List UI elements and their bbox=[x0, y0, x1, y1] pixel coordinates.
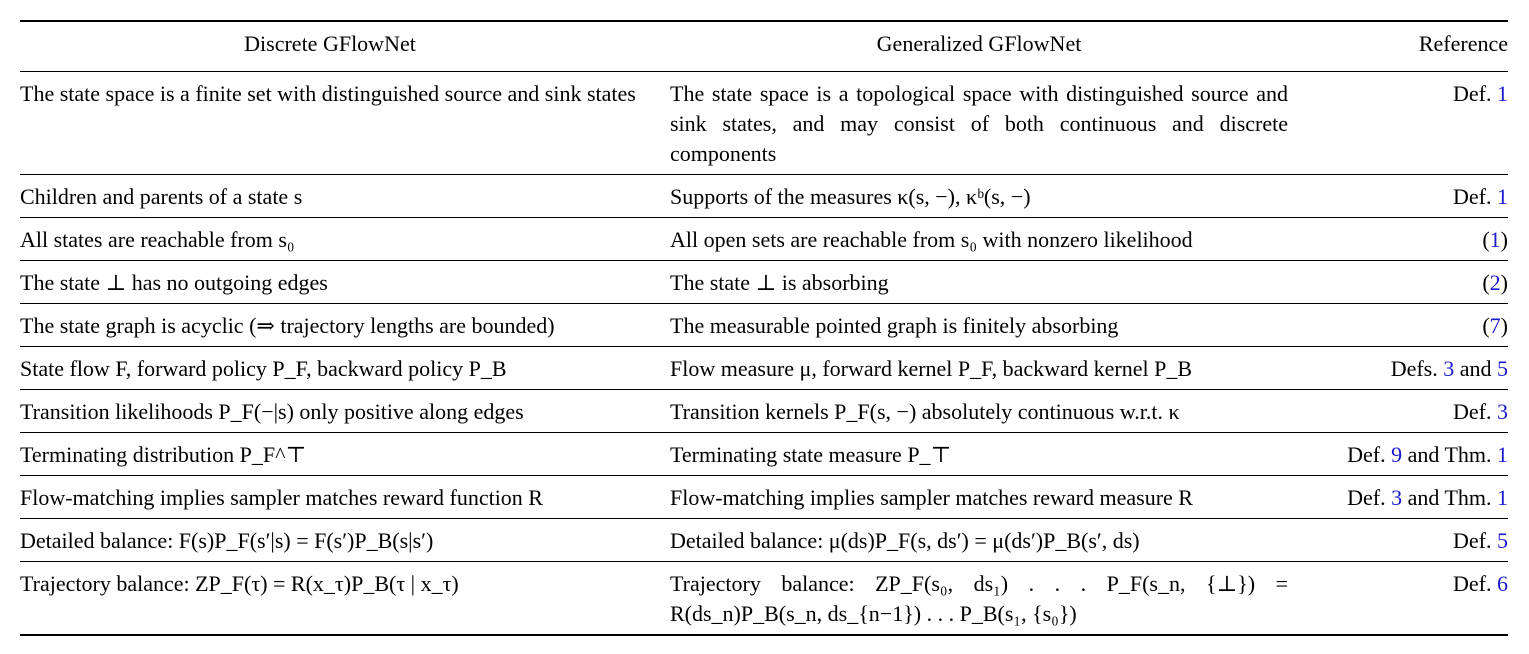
reference-cell: Def. 3 bbox=[1288, 389, 1508, 433]
discrete-cell: Trajectory balance: ZP_F(τ) = R(x_τ)P_B(… bbox=[20, 571, 459, 596]
header-row: Discrete GFlowNet Generalized GFlowNet R… bbox=[20, 22, 1508, 72]
discrete-cell: Terminating distribution P_F^⊤ bbox=[20, 432, 670, 476]
reference-cell: (1) bbox=[1288, 217, 1508, 261]
reference-cell: Def. 9 and Thm. 1 bbox=[1288, 432, 1508, 476]
discrete-cell: The state graph is acyclic (⇒ trajectory… bbox=[20, 303, 670, 347]
reference-mid: and bbox=[1454, 356, 1497, 381]
reference-link[interactable]: 5 bbox=[1497, 356, 1508, 381]
header-generalized: Generalized GFlowNet bbox=[670, 22, 1288, 72]
reference-link[interactable]: 1 bbox=[1497, 442, 1508, 467]
reference-prefix: ( bbox=[1482, 270, 1490, 295]
table-row: Trajectory balance: ZP_F(τ) = R(x_τ)P_B(… bbox=[20, 562, 1508, 635]
discrete-cell: The state ⊥ has no outgoing edges bbox=[20, 260, 670, 304]
discrete-cell: State flow F, forward policy P_F, backwa… bbox=[20, 346, 670, 390]
generalized-cell: All open sets are reachable from s₀ with… bbox=[670, 217, 1288, 261]
table-row: State flow F, forward policy P_F, backwa… bbox=[20, 346, 1508, 390]
discrete-cell: Children and parents of a state s bbox=[20, 174, 670, 218]
reference-link[interactable]: 5 bbox=[1497, 528, 1508, 553]
table-row: Detailed balance: F(s)P_F(s′|s) = F(s′)P… bbox=[20, 518, 1508, 562]
reference-cell: Def. 6 bbox=[1288, 562, 1508, 635]
discrete-cell: Transition likelihoods P_F(−|s) only pos… bbox=[20, 389, 670, 433]
reference-mid: and Thm. bbox=[1402, 442, 1497, 467]
comparison-table-container: Discrete GFlowNet Generalized GFlowNet R… bbox=[20, 20, 1508, 636]
generalized-cell: Flow-matching implies sampler matches re… bbox=[670, 475, 1288, 519]
reference-prefix: Defs. bbox=[1390, 356, 1444, 381]
reference-link[interactable]: 3 bbox=[1391, 485, 1403, 510]
reference-link[interactable]: 3 bbox=[1443, 356, 1455, 381]
reference-prefix: Def. bbox=[1453, 528, 1497, 553]
generalized-cell: Supports of the measures κ(s, −), κᵇ(s, … bbox=[670, 174, 1288, 218]
table-row: Terminating distribution P_F^⊤Terminatin… bbox=[20, 432, 1508, 476]
reference-link[interactable]: 6 bbox=[1497, 571, 1508, 596]
reference-prefix: Def. bbox=[1347, 485, 1392, 510]
discrete-cell: Flow-matching implies sampler matches re… bbox=[20, 475, 670, 519]
generalized-cell: Detailed balance: μ(ds)P_F(s, ds′) = μ(d… bbox=[670, 518, 1288, 562]
reference-prefix: Def. bbox=[1453, 184, 1497, 209]
reference-cell: Defs. 3 and 5 bbox=[1288, 346, 1508, 390]
reference-mid: ) bbox=[1500, 227, 1508, 252]
generalized-cell: Flow measure μ, forward kernel P_F, back… bbox=[670, 346, 1288, 390]
reference-prefix: Def. bbox=[1453, 399, 1497, 424]
generalized-cell: The measurable pointed graph is finitely… bbox=[670, 303, 1288, 347]
reference-link[interactable]: 9 bbox=[1391, 442, 1403, 467]
reference-mid: ) bbox=[1500, 313, 1508, 338]
discrete-cell: Detailed balance: F(s)P_F(s′|s) = F(s′)P… bbox=[20, 518, 670, 562]
discrete-cell: The state space is a finite set with dis… bbox=[20, 71, 670, 175]
reference-link[interactable]: 1 bbox=[1497, 184, 1508, 209]
top-rule bbox=[20, 20, 1508, 22]
comparison-table: Discrete GFlowNet Generalized GFlowNet R… bbox=[20, 22, 1508, 634]
header-discrete: Discrete GFlowNet bbox=[20, 22, 670, 72]
bottom-rule bbox=[20, 634, 1508, 636]
reference-cell: Def. 1 bbox=[1288, 71, 1508, 175]
reference-cell: Def. 5 bbox=[1288, 518, 1508, 562]
reference-link[interactable]: 7 bbox=[1489, 313, 1501, 338]
generalized-cell: Trajectory balance: ZP_F(s₀, ds₁) . . . … bbox=[670, 571, 1288, 626]
reference-mid: ) bbox=[1500, 270, 1508, 295]
reference-link[interactable]: 1 bbox=[1489, 227, 1501, 252]
reference-prefix: Def. bbox=[1453, 571, 1497, 596]
table-row: The state graph is acyclic (⇒ trajectory… bbox=[20, 303, 1508, 347]
table-row: Flow-matching implies sampler matches re… bbox=[20, 475, 1508, 519]
table-row: The state space is a finite set with dis… bbox=[20, 71, 1508, 175]
discrete-cell: All states are reachable from s₀ bbox=[20, 217, 670, 261]
generalized-cell: The state ⊥ is absorbing bbox=[670, 260, 1288, 304]
generalized-cell: Terminating state measure P_⊤ bbox=[670, 432, 1288, 476]
header-reference: Reference bbox=[1288, 22, 1508, 72]
reference-cell: Def. 3 and Thm. 1 bbox=[1288, 475, 1508, 519]
reference-cell: Def. 1 bbox=[1288, 174, 1508, 218]
reference-prefix: ( bbox=[1482, 227, 1490, 252]
generalized-cell: Transition kernels P_F(s, −) absolutely … bbox=[670, 389, 1288, 433]
reference-prefix: Def. bbox=[1453, 81, 1497, 106]
reference-mid: and Thm. bbox=[1402, 485, 1497, 510]
table-row: Transition likelihoods P_F(−|s) only pos… bbox=[20, 389, 1508, 433]
reference-prefix: ( bbox=[1482, 313, 1490, 338]
reference-link[interactable]: 3 bbox=[1497, 399, 1508, 424]
generalized-cell: The state space is a topological space w… bbox=[670, 71, 1288, 175]
reference-cell: (2) bbox=[1288, 260, 1508, 304]
reference-prefix: Def. bbox=[1347, 442, 1392, 467]
reference-link[interactable]: 1 bbox=[1497, 485, 1508, 510]
reference-link[interactable]: 2 bbox=[1489, 270, 1501, 295]
reference-cell: (7) bbox=[1288, 303, 1508, 347]
reference-link[interactable]: 1 bbox=[1497, 81, 1508, 106]
